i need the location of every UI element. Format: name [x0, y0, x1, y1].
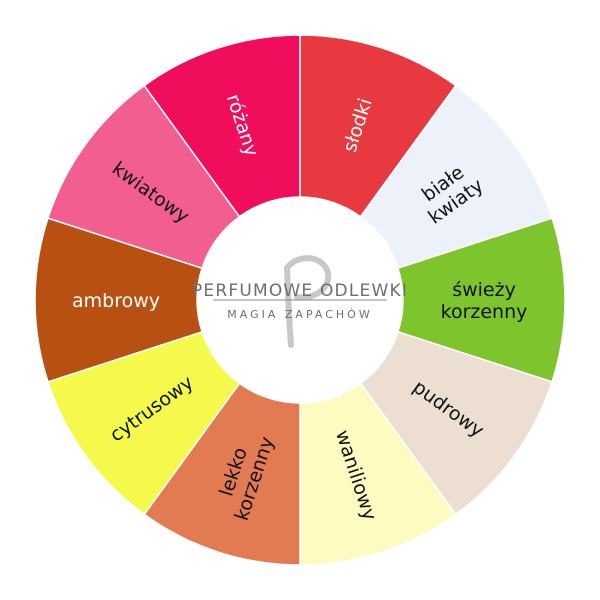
segment-label-line: ambrowy: [72, 290, 160, 312]
logo-title: PERFUMOWE ODLEWKI: [192, 281, 408, 301]
logo-subtitle: MAGIA ZAPACHÓW: [227, 308, 372, 321]
segment-label-line: świeży: [452, 279, 516, 301]
wheel-segments: [34, 34, 566, 566]
brand-logo: PERFUMOWE ODLEWKI MAGIA ZAPACHÓW: [192, 255, 408, 348]
logo-monogram-icon: [283, 255, 332, 348]
segment-label-line: korzenny: [441, 301, 528, 323]
segment-label-ambrowy: ambrowy: [72, 290, 160, 312]
